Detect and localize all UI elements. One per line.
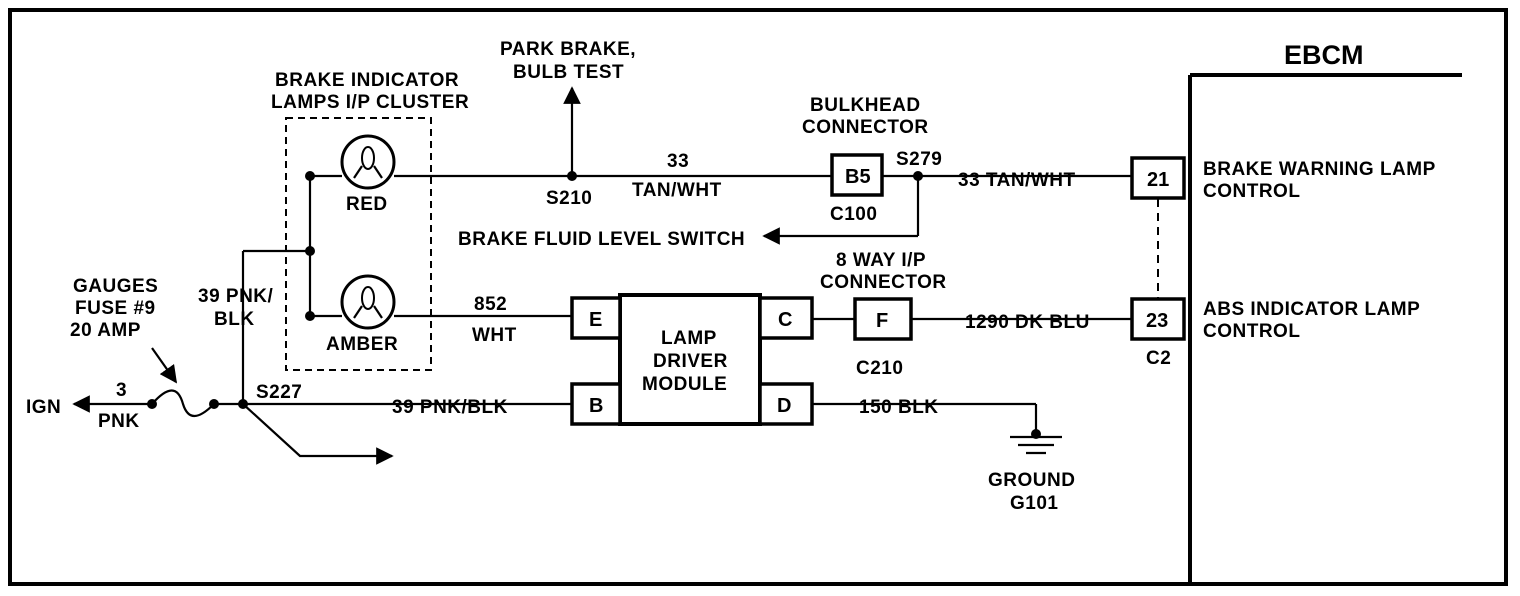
fuse-icon <box>147 389 219 418</box>
ip-connector-title-2: CONNECTOR <box>820 272 947 293</box>
ebcm-module: EBCM 21 23 BRAKE WARNING LAMP CONTROL AB… <box>1130 40 1462 584</box>
ground-label-2: G101 <box>1010 493 1058 514</box>
lamp-driver-module: LAMP DRIVER MODULE E B C D <box>570 293 814 426</box>
wire-150-label: 150 BLK <box>859 397 939 418</box>
ebcm-pin-21-desc-1: BRAKE WARNING LAMP <box>1203 159 1436 180</box>
wire-852-color: WHT <box>472 325 517 346</box>
wire-39-label-2: BLK <box>214 309 255 330</box>
wire-39-label-1: 39 PNK/ <box>198 286 274 307</box>
lamp-driver-line-2: DRIVER <box>653 351 728 372</box>
red-lamp-icon <box>340 134 396 190</box>
fuse-label-1: GAUGES <box>73 276 158 297</box>
fuse-pointer <box>151 347 178 384</box>
ebcm-pin-23-desc-2: CONTROL <box>1203 321 1300 342</box>
bulkhead-connector-label: C100 <box>830 204 877 225</box>
amber-lamp-icon <box>340 274 396 330</box>
park-brake-label-2: BULB TEST <box>513 62 624 83</box>
park-brake-label-1: PARK BRAKE, <box>500 39 636 60</box>
cluster-title-1: BRAKE INDICATOR <box>275 70 459 91</box>
lamp-driver-pin-b: B <box>589 395 603 417</box>
wire-3-number: 3 <box>116 380 127 401</box>
brake-indicator-cluster: BRAKE INDICATOR LAMPS I/P CLUSTER RED AM… <box>271 70 469 371</box>
ebcm-pin-23-desc-1: ABS INDICATOR LAMP <box>1203 299 1420 320</box>
ebcm-pin-23: 23 <box>1146 310 1168 332</box>
lamp-driver-line-1: LAMP <box>661 328 717 349</box>
ebcm-pin-21-desc-2: CONTROL <box>1203 181 1300 202</box>
splice-s227: S227 <box>256 382 302 403</box>
cluster-dashed-box <box>285 117 432 371</box>
splice-s210: S210 <box>546 188 592 209</box>
lamp-driver-pin-d: D <box>777 395 791 417</box>
wire-33-right: 33 TAN/WHT <box>958 170 1076 191</box>
fuse-label-3: 20 AMP <box>70 320 141 341</box>
ip-connector-title-1: 8 WAY I/P <box>836 250 926 271</box>
ign-label: IGN <box>26 397 61 418</box>
wire-33-number: 33 <box>667 151 689 172</box>
wire-852-number: 852 <box>474 294 507 315</box>
ip-connector-pin-f: F <box>876 310 888 332</box>
lamp-driver-pin-e: E <box>589 309 602 331</box>
wire-39-bottom-label: 39 PNK/BLK <box>392 397 508 418</box>
bulkhead-pin-b5: B5 <box>845 166 871 188</box>
ground-label-1: GROUND <box>988 470 1075 491</box>
ebcm-connector-label: C2 <box>1146 348 1171 369</box>
wire-1290-label: 1290 DK BLU <box>965 312 1090 333</box>
fluid-switch-label: BRAKE FLUID LEVEL SWITCH <box>458 229 745 250</box>
bulkhead-connector: BULKHEAD CONNECTOR B5 C100 <box>802 95 929 225</box>
ground-icon <box>1010 429 1062 455</box>
ebcm-title: EBCM <box>1284 40 1364 70</box>
diagram-frame <box>8 8 1508 586</box>
lamp-driver-pin-c: C <box>778 309 792 331</box>
branch-lead <box>242 403 394 465</box>
red-lamp-label: RED <box>346 194 388 215</box>
ip-connector-label: C210 <box>856 358 903 379</box>
bulkhead-title-2: CONNECTOR <box>802 117 929 138</box>
splice-s279: S279 <box>896 149 942 170</box>
ip-connector: 8 WAY I/P CONNECTOR F C210 <box>820 250 947 379</box>
amber-lamp-label: AMBER <box>326 334 398 355</box>
cluster-title-2: LAMPS I/P CLUSTER <box>271 92 469 113</box>
wire-3-color: PNK <box>98 411 140 432</box>
ebcm-pin-21: 21 <box>1147 169 1169 191</box>
lamp-driver-line-3: MODULE <box>642 374 727 395</box>
bulkhead-title-1: BULKHEAD <box>810 95 921 116</box>
fuse-label-2: FUSE #9 <box>75 298 156 319</box>
wire-33-color: TAN/WHT <box>632 180 722 201</box>
